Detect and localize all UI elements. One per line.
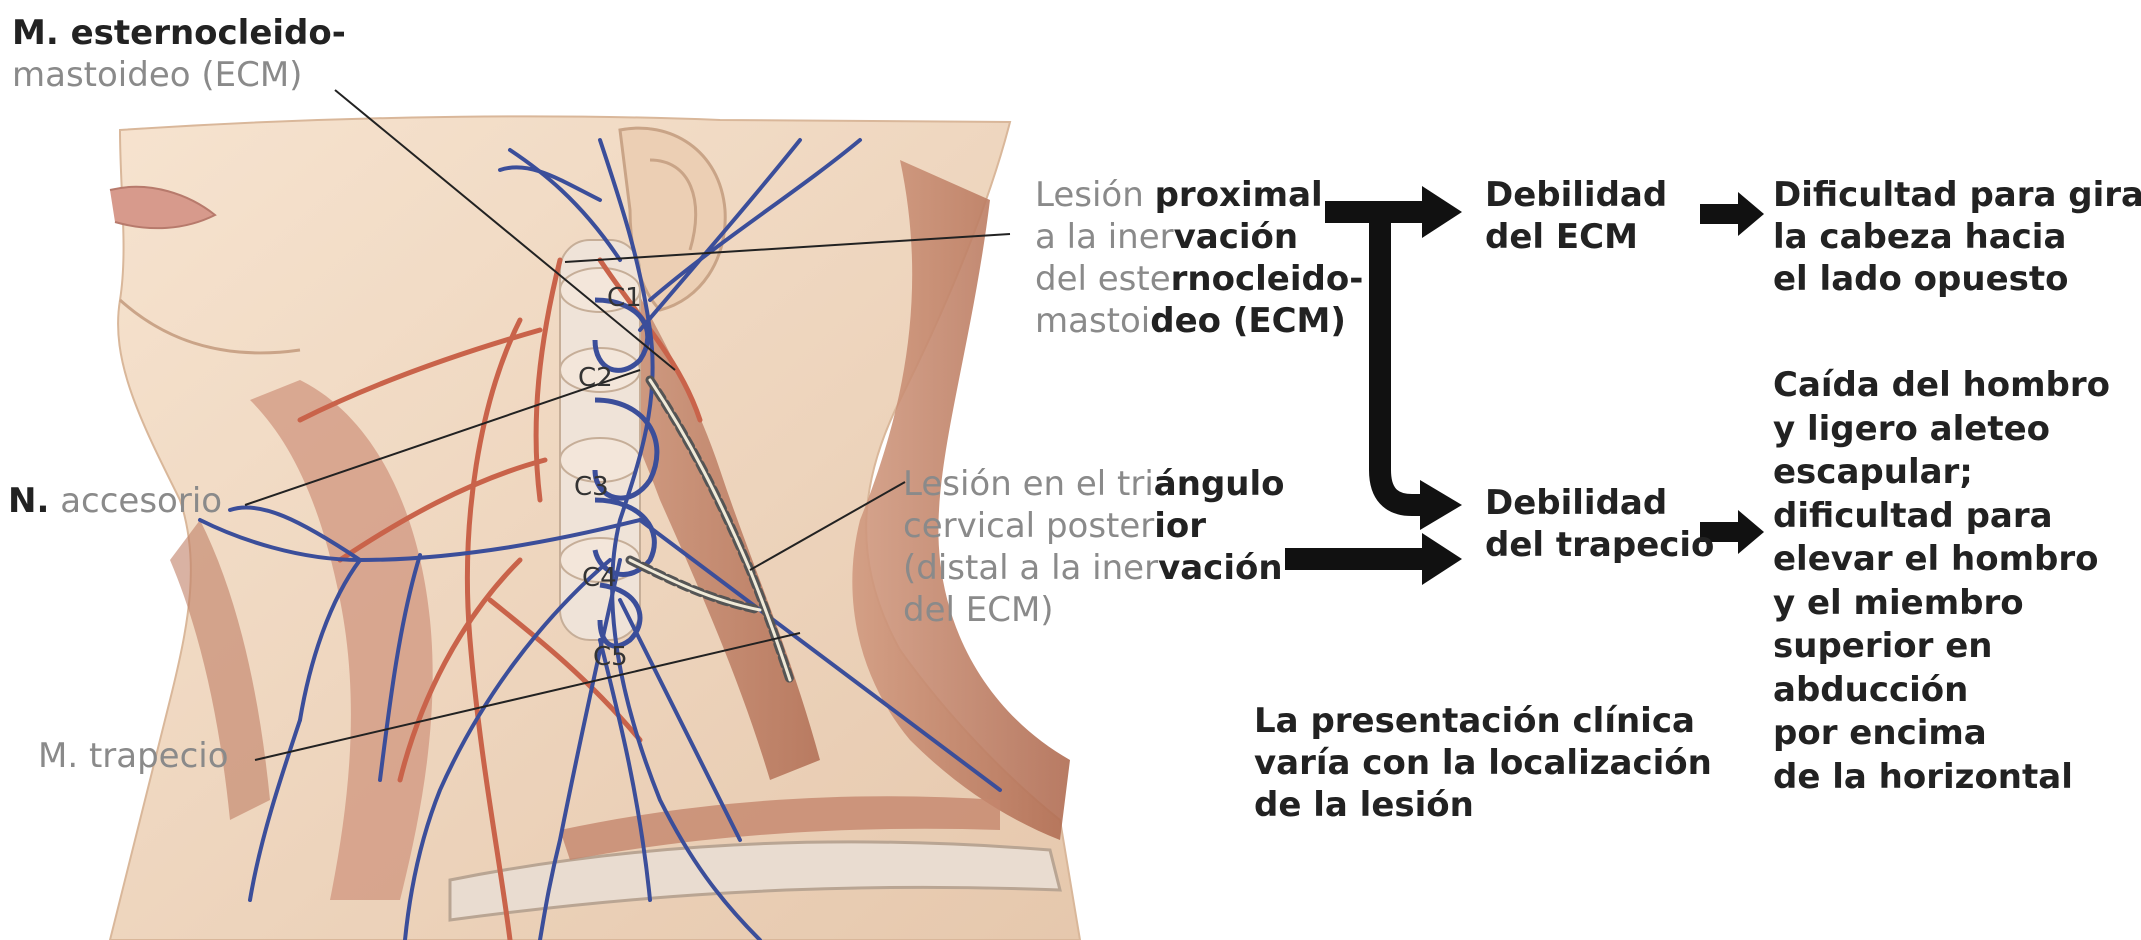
clinical-note: La presentación clínica varía con la loc… [1254, 701, 1712, 825]
arrow-scm-to-outcome [1700, 192, 1764, 236]
arteries [297, 257, 703, 940]
vertebra-label-c3: C3 [574, 472, 609, 502]
vertebral-column [559, 239, 641, 641]
trap-outcome-text: Caída del hombro y ligero aleteo escapul… [1773, 365, 2111, 797]
chin [118, 298, 301, 355]
scm-outcome-text: Dificultad para girar la cabeza hacia el… [1773, 175, 2141, 299]
arrow-proximal-to-trap [1369, 212, 1462, 530]
vertebra-label-c4: C4 [582, 563, 617, 593]
arrow-distal-to-trap [1285, 533, 1462, 585]
accessory-nerve-label: N. accesorio [8, 481, 223, 521]
scm-muscle-label: M. esternocleido- mastoideo (ECM) [12, 13, 346, 95]
trapezius-muscle-shape [852, 160, 1070, 840]
vertebra-label-c2: C2 [578, 363, 613, 393]
neck-illustration [108, 89, 1082, 940]
lips [109, 185, 217, 230]
vertebra-label-c5: C5 [593, 642, 628, 672]
leader-lines [244, 89, 1011, 761]
vertebra-label-c1: C1 [607, 283, 642, 313]
distal-lesion-text: Lesión en el triángulo cervical posterio… [903, 464, 1285, 630]
clavicle [448, 840, 1062, 922]
proximal-lesion-text: Lesión proximal a la inervación del este… [1035, 175, 1364, 341]
trap-weakness-box: Debilidad del trapecio [1485, 483, 1715, 565]
cervical-plexus [592, 297, 660, 649]
scm-weakness-box: Debilidad del ECM [1485, 175, 1668, 257]
accessory-nerve-path [625, 375, 795, 685]
trapezius-muscle-label: M. trapecio [38, 736, 229, 776]
